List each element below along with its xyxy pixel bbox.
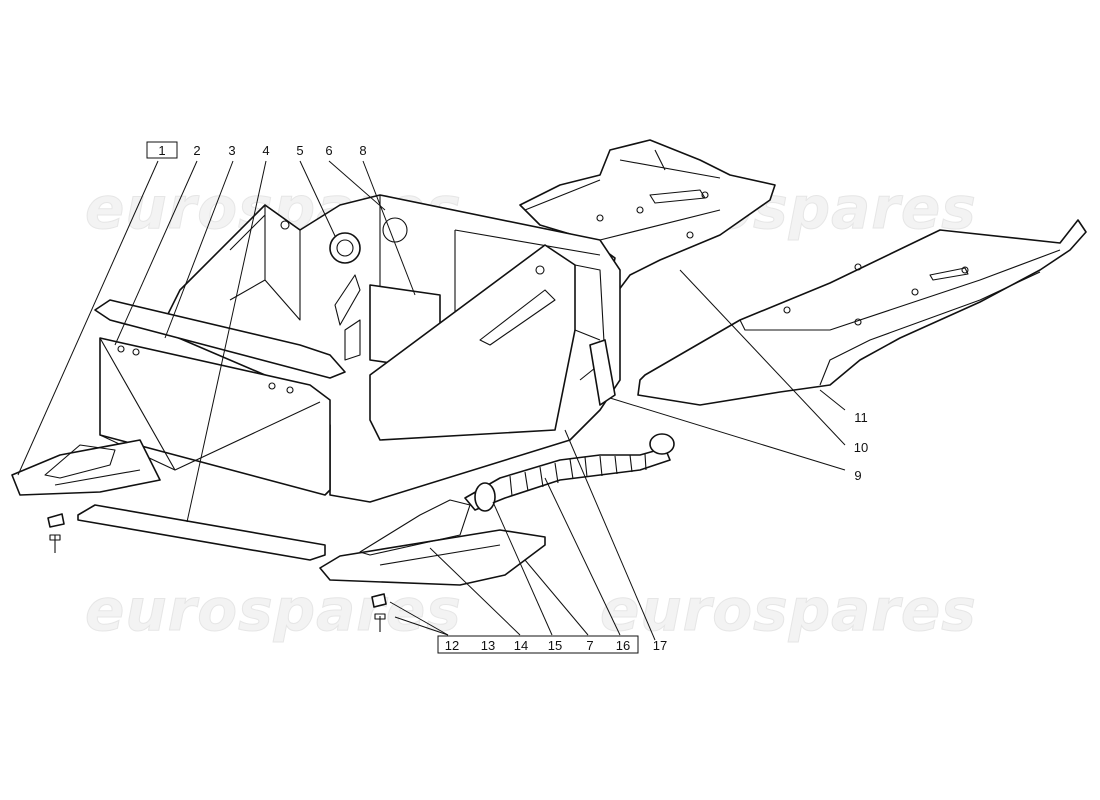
right-undertray-duct <box>319 433 675 632</box>
callout-7: 7 <box>586 638 593 653</box>
grommet-6-shape <box>382 217 408 243</box>
callout-15: 15 <box>548 638 562 653</box>
callout-16: 16 <box>616 638 630 653</box>
crossbar-3 <box>94 299 346 379</box>
callout-1: 1 <box>158 143 165 158</box>
callout-12: 12 <box>445 638 459 653</box>
callout-10: 10 <box>854 440 868 455</box>
leader-lines <box>17 160 846 641</box>
grommet-5 <box>329 232 361 264</box>
callout-labels: 1 2 3 4 5 6 8 9 10 11 17 12 13 14 15 7 1… <box>146 141 868 654</box>
callout-14: 14 <box>514 638 528 653</box>
left-undertray-1 <box>11 439 161 553</box>
callout-group-box <box>437 635 639 654</box>
watermarks: eurospares eurospares eurospares eurospa… <box>85 174 977 645</box>
watermark-bottom-left: eurospares <box>85 576 462 644</box>
callout-1-box <box>146 141 178 159</box>
clip-12 <box>371 593 387 608</box>
callout-5: 5 <box>296 143 303 158</box>
callout-2: 2 <box>193 143 200 158</box>
main-body-tub <box>159 194 621 503</box>
callout-8: 8 <box>359 143 366 158</box>
front-bulkhead <box>94 299 346 496</box>
callout-17: 17 <box>653 638 667 653</box>
watermark-bottom-right: eurospares <box>600 576 977 644</box>
callout-6: 6 <box>325 143 332 158</box>
floor-panel-11 <box>637 219 1087 406</box>
callout-9: 9 <box>854 468 861 483</box>
strip-4 <box>77 504 326 561</box>
callout-11: 11 <box>854 410 868 425</box>
callout-13: 13 <box>481 638 495 653</box>
callout-4: 4 <box>262 143 269 158</box>
clip <box>47 513 65 528</box>
callout-3: 3 <box>228 143 235 158</box>
